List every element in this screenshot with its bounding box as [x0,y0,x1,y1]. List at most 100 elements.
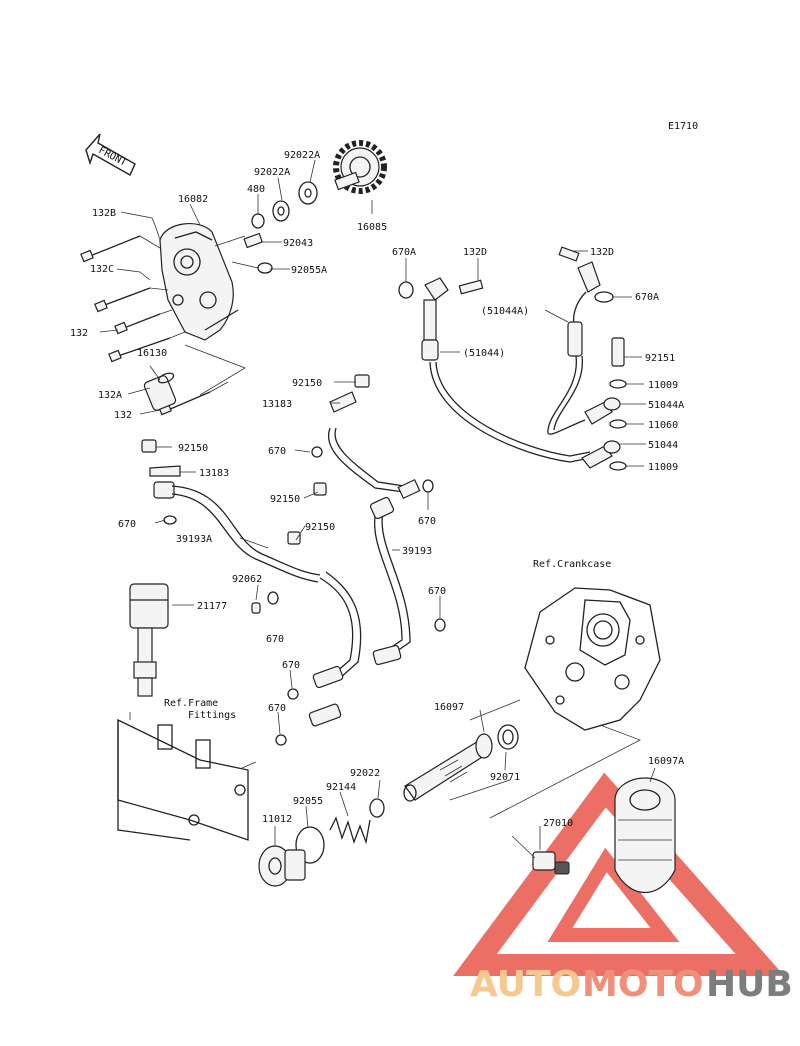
washer-11060 [609,419,627,429]
watermark-auto: AUTO [470,964,581,1005]
bolt-132B [80,235,141,263]
oil-pipe-39193 [327,374,421,666]
label-11009-bottom: 11009 [648,462,678,473]
label-670-f: 670 [282,660,300,671]
label-132A: 132A [98,390,122,401]
leader-lines [99,159,656,850]
banjo-bolt-92151 [611,337,625,367]
oil-strainer-16097 [403,733,493,802]
label-ref-crankcase: Ref.Crankcase [533,559,611,570]
bolt-132D-right [558,246,580,262]
label-51044A: 51044A [648,400,684,411]
label-480: 480 [247,184,265,195]
label-670-d: 670 [428,586,446,597]
diagram-code: E1710 [668,121,698,132]
label-92150-mid2: 92150 [305,522,335,533]
part-labels: 132B 16082 480 92022A 92022A 92043 16085… [70,150,684,829]
o-ring-670-c [422,479,434,493]
label-16082: 16082 [178,194,208,205]
label-670-c: 670 [418,516,436,527]
label-92022A-top: 92022A [284,150,320,161]
pipe-fitting-51044 [423,299,437,341]
watermark-text: AUTO MOTO HUB [470,964,793,1005]
label-92150-left: 92150 [178,443,208,454]
o-ring-92055A [257,262,273,274]
oil-pressure-switch-27010 [511,835,570,875]
label-16085: 16085 [357,222,387,233]
label-92022A: 92022A [254,167,290,178]
label-11009-top: 11009 [648,380,678,391]
label-132: 132 [70,328,88,339]
dowel-92043 [243,232,263,249]
label-132C: 132C [90,264,114,275]
label-21177: 21177 [197,601,227,612]
label-51044: 51044 [648,440,678,451]
label-39193: 39193 [402,546,432,557]
o-ring-480 [251,213,265,229]
oil-pipe-51044-assembly [398,277,591,463]
oil-pump-body [159,223,239,341]
label-132-lower: 132 [114,410,132,421]
label-92144: 92144 [326,782,356,793]
washer-92022 [369,798,385,818]
o-ring-92055 [295,826,325,864]
label-670-b: 670 [118,519,136,530]
bracket-13183-top [329,391,357,413]
label-670A-left: 670A [392,247,416,258]
washer-11009-bottom [609,461,627,471]
bracket-13183-left [149,465,181,477]
label-16097: 16097 [434,702,464,713]
label-92071: 92071 [490,772,520,783]
label-92151: 92151 [645,353,675,364]
crankcase-ref [449,587,661,819]
watermark-logo-triangle [453,772,785,976]
o-ring-670A-right [594,291,614,303]
bolt-132 [114,313,161,335]
spring-92144 [329,816,371,845]
relief-valve-16130 [143,372,177,411]
label-51044A-paren: (51044A) [481,306,529,317]
plug-11012 [258,845,306,887]
label-11012: 11012 [262,814,292,825]
frame-fittings-ref [117,712,257,841]
o-ring-670A-left [398,281,414,299]
bolt-132D-left [458,279,484,295]
washer-92022A-top [298,181,318,205]
o-ring-92071 [497,724,519,750]
label-27010: 27010 [543,818,573,829]
bolt-132A [108,337,171,363]
washer-92022A [272,200,290,222]
label-670-e: 670 [266,634,284,645]
label-92062: 92062 [232,574,262,585]
o-ring-670-g [275,734,287,746]
banjo-51044 [581,445,613,469]
o-ring-670-d [434,618,446,632]
label-11060: 11060 [648,420,678,431]
watermark-moto: MOTO [582,964,704,1005]
label-92055A: 92055A [291,265,327,276]
label-670A-right: 670A [635,292,659,303]
label-670-a: 670 [268,446,286,457]
label-92150-top: 92150 [292,378,322,389]
o-ring-670-e [267,591,279,605]
label-92150-mid: 92150 [270,494,300,505]
label-132D-right: 132D [590,247,614,258]
label-16130: 16130 [137,348,167,359]
bolt-132C [94,287,151,313]
oil-filter-16097A [614,777,676,894]
label-92055: 92055 [293,796,323,807]
label-132D-left: 132D [463,247,487,258]
front-arrow-icon: FRONT [85,133,136,176]
oil-pipe-39193A [141,439,362,727]
label-51044-paren: (51044) [463,348,505,359]
washer-11009-top [609,379,627,389]
label-132B: 132B [92,208,116,219]
label-13183-left: 13183 [199,468,229,479]
label-92043: 92043 [283,238,313,249]
label-13183-top: 13183 [262,399,292,410]
label-16097A: 16097A [648,756,684,767]
o-ring-670-f [287,688,299,700]
bolt-92150-mid2 [287,531,301,545]
